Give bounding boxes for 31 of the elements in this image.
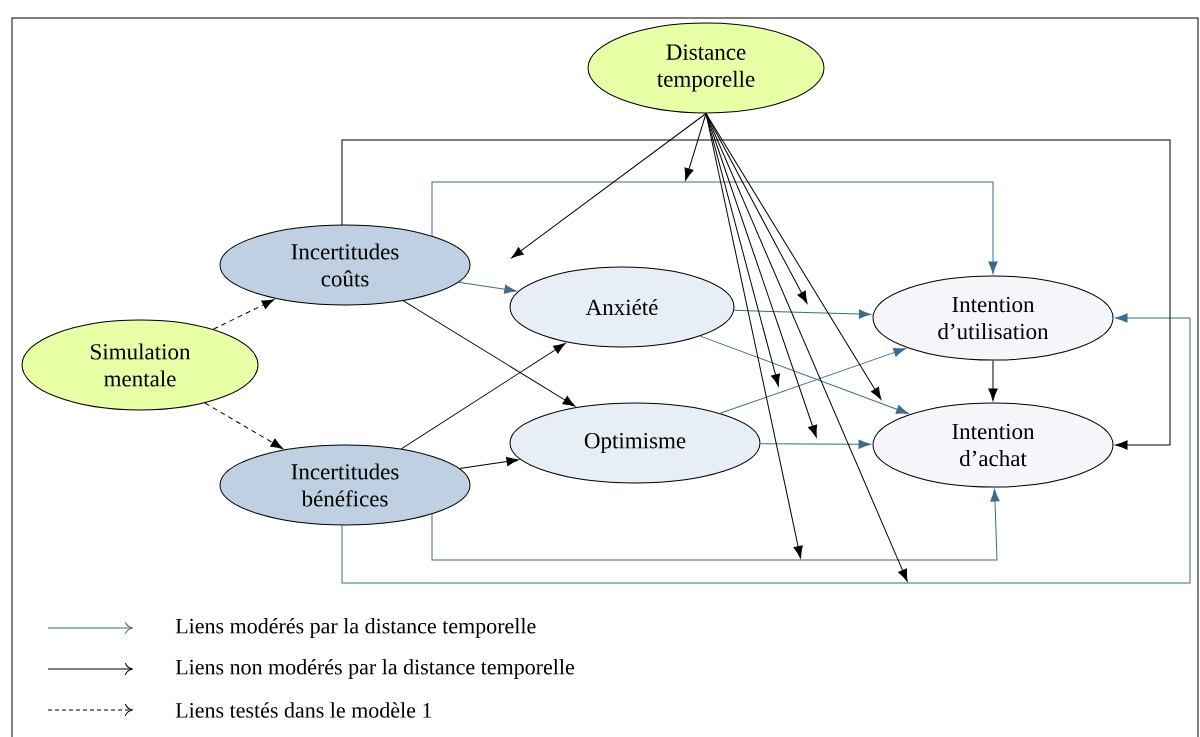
arrow [431, 181, 998, 274]
ellipse-node: Intention d’achat [872, 402, 1114, 488]
ellipse-node: Optimisme [509, 402, 761, 484]
ellipse-node: Simulation mentale [21, 319, 259, 411]
arrow [705, 113, 882, 400]
arrow [204, 402, 284, 449]
arrow [988, 360, 998, 401]
ellipse-node: Incertitudes bénéfices [219, 444, 471, 526]
arrow [402, 300, 576, 407]
legend-text: Liens testés dans le modèle 1 [175, 702, 432, 718]
arrow [760, 439, 871, 449]
legend-text: Liens non modérés par la distance temporelle [175, 659, 574, 679]
arrow [341, 313, 1191, 584]
arrow [705, 113, 908, 582]
arrow [511, 113, 707, 259]
ellipse-node: Distance temporelle [587, 22, 825, 114]
arrow [400, 343, 566, 450]
arrow [684, 113, 707, 181]
arrow [705, 113, 803, 559]
arrow [341, 139, 1171, 450]
ellipse-node: Intention d’utilisation [872, 275, 1114, 361]
arrow [699, 335, 909, 414]
arrow [459, 456, 519, 469]
arrow [458, 281, 517, 294]
ellipse-node: Incertitudes coûts [219, 224, 471, 306]
arrow [733, 309, 872, 319]
ellipse-node: Anxiété [509, 266, 735, 348]
arrow [431, 489, 1000, 561]
arrow [212, 299, 275, 330]
legend-text: Liens modérés par la distance temporelle [175, 618, 536, 638]
arrow [719, 347, 906, 414]
